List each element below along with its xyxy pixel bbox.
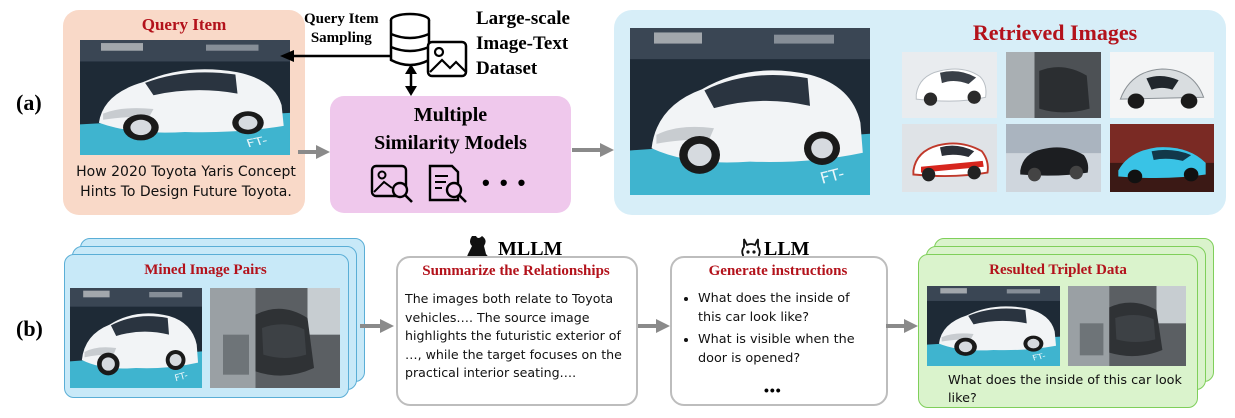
arrow-mllm-to-llm <box>638 319 670 333</box>
text-search-icon <box>428 164 467 203</box>
sampling-arrow <box>280 50 394 62</box>
bidirectional-arrow <box>405 64 417 96</box>
similarity-models-title: Multiple Similarity Models <box>374 104 527 154</box>
arrow-llm-to-result <box>886 319 918 333</box>
query-item-title: Query Item <box>141 15 227 34</box>
mined-target-image <box>210 288 340 388</box>
mined-source-image <box>70 288 202 388</box>
llm-ellipsis: ••• <box>764 382 782 398</box>
retrieved-thumb-2 <box>1006 52 1101 118</box>
retrieved-thumb-4 <box>902 124 997 192</box>
llm-instruction-item: What is visible when the door is opened? <box>698 331 876 368</box>
llm-panel-title: Generate instructions <box>708 263 848 279</box>
image-icon <box>426 40 468 78</box>
result-instruction-caption: What does the inside of this car look li… <box>948 373 1182 406</box>
retrieved-thumb-1 <box>902 52 997 118</box>
mllm-summary-text: The images both relate to Toyota vehicle… <box>405 291 622 380</box>
llm-instruction-list: What does the inside of this car look li… <box>676 290 876 372</box>
similarity-ellipsis: • • • <box>482 170 528 195</box>
image-search-icon <box>370 164 413 203</box>
arrow-mined-to-mllm <box>360 319 394 333</box>
arrow-similarity-to-retrieved <box>572 143 614 157</box>
section-a-label: (a) <box>16 90 42 115</box>
retrieved-images-title: Retrieved Images <box>972 20 1138 45</box>
database-icon <box>389 12 431 67</box>
retrieved-main-image <box>630 28 870 195</box>
mllm-name: MLLM <box>498 238 563 260</box>
result-target-image <box>1068 286 1186 366</box>
result-source-image <box>927 286 1060 366</box>
mined-image-pairs-title: Mined Image Pairs <box>144 262 267 278</box>
llm-panel <box>670 256 888 406</box>
query-car-image <box>80 40 290 155</box>
dataset-label: Large-scale Image-Text Dataset <box>476 8 570 79</box>
retrieved-thumb-3 <box>1110 52 1214 118</box>
retrieved-thumb-6 <box>1110 124 1214 192</box>
retrieved-thumb-5 <box>1006 124 1101 192</box>
sampling-label: Query Item Sampling <box>304 11 379 46</box>
llm-name: LLM <box>764 238 810 260</box>
query-caption: How 2020 Toyota Yaris Concept Hints To D… <box>76 164 296 200</box>
llm-instruction-item: What does the inside of this car look li… <box>698 290 876 327</box>
mllm-panel <box>396 256 638 406</box>
result-triplet-title: Resulted Triplet Data <box>989 262 1127 278</box>
section-b-label: (b) <box>16 316 43 341</box>
arrow-query-to-similarity <box>298 145 330 159</box>
mllm-panel-title: Summarize the Relationships <box>422 263 610 279</box>
